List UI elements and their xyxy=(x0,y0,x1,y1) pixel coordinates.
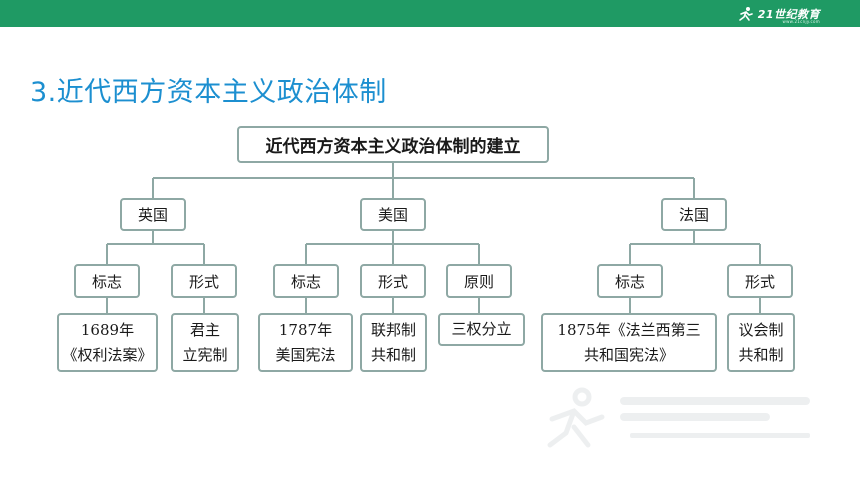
logo-subtext: www.21cnjy.com xyxy=(782,19,820,24)
logo-text: 21世纪教育 xyxy=(757,8,820,21)
fr-form-label: 形式 xyxy=(727,264,793,298)
us-form-label: 形式 xyxy=(360,264,426,298)
uk-form-label: 形式 xyxy=(171,264,237,298)
site-logo: 21世纪教育 www.21cnjy.com xyxy=(738,3,820,25)
us-principle-value: 三权分立 xyxy=(438,313,525,346)
us-principle-label: 原则 xyxy=(446,264,512,298)
country-node-fr: 法国 xyxy=(661,198,727,231)
watermark-logo-icon xyxy=(547,387,810,448)
root-node: 近代西方资本主义政治体制的建立 xyxy=(237,126,549,163)
uk-sign-label: 标志 xyxy=(74,264,140,298)
uk-sign-value: 1689年 《权利法案》 xyxy=(57,313,158,372)
slide-title: 3.近代西方资本主义政治体制 xyxy=(30,77,387,108)
header-bar xyxy=(0,0,860,27)
country-node-us: 美国 xyxy=(360,198,426,231)
us-sign-label: 标志 xyxy=(273,264,339,298)
fr-form-value: 议会制 共和制 xyxy=(727,313,795,372)
us-sign-value: 1787年 美国宪法 xyxy=(258,313,353,372)
fr-sign-value: 1875年《法兰西第三 共和国宪法》 xyxy=(541,313,717,372)
us-form-value: 联邦制 共和制 xyxy=(360,313,427,372)
fr-sign-label: 标志 xyxy=(597,264,663,298)
uk-form-value: 君主 立宪制 xyxy=(171,313,239,372)
runner-logo-icon xyxy=(738,7,753,21)
country-node-uk: 英国 xyxy=(120,198,186,231)
